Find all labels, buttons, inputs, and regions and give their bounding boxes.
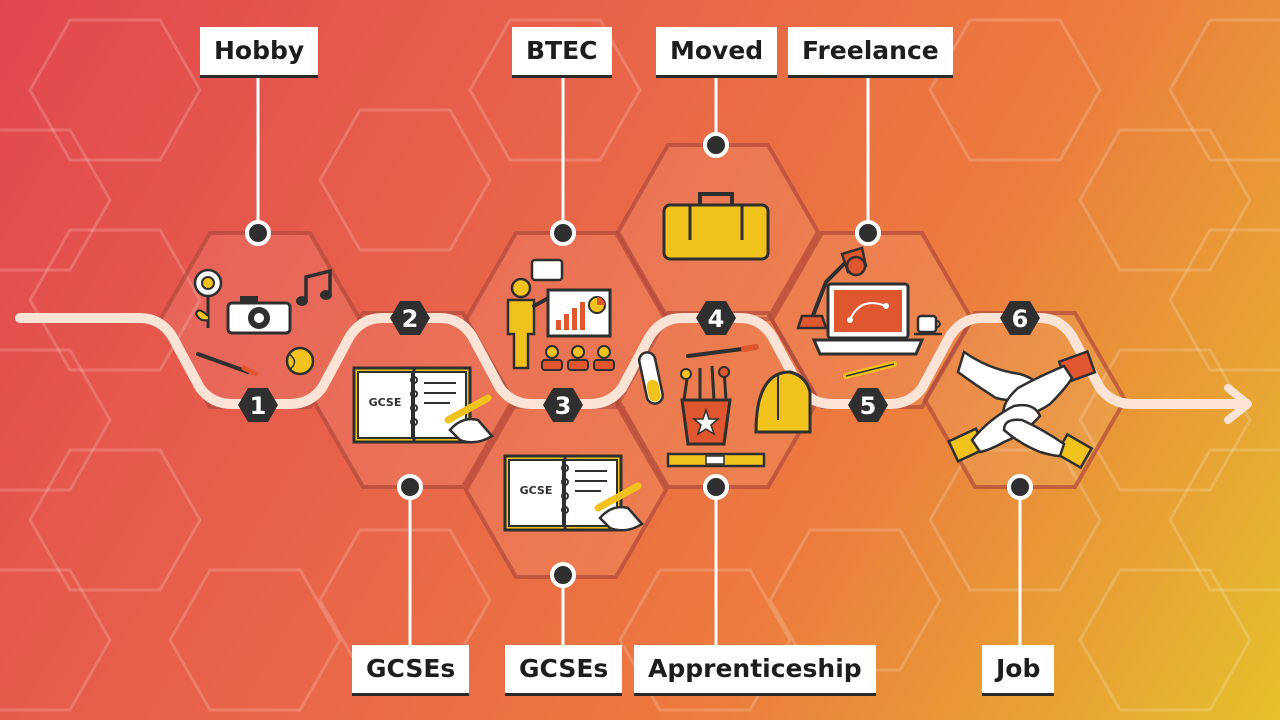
gcse-notebook-icon-1: GCSE xyxy=(352,366,494,444)
step-3-marker: 3 xyxy=(543,388,583,422)
btec-dot xyxy=(550,220,576,246)
step-4-marker: 4 xyxy=(696,301,736,335)
gcse-notebook-icon-2: GCSE xyxy=(503,454,644,532)
music-note-icon xyxy=(296,268,332,306)
brush-pot-icon xyxy=(680,365,732,446)
flower-icon xyxy=(193,268,223,328)
step-6-number: 6 xyxy=(1012,305,1029,333)
audience xyxy=(541,345,615,371)
desk-lamp-icon xyxy=(796,246,868,330)
step-3-number: 3 xyxy=(555,392,572,420)
gcses-dot-1 xyxy=(397,474,423,500)
apprenticeship-tools-icon xyxy=(638,344,812,468)
journey-path xyxy=(15,313,1250,409)
gcses-dot-2 xyxy=(550,562,576,588)
connector-lines xyxy=(256,76,1022,645)
paintbrush-icon xyxy=(196,352,259,377)
step-4-number: 4 xyxy=(708,305,725,333)
label-moved: Moved xyxy=(656,27,778,75)
label-job: Job xyxy=(982,645,1055,693)
label-btec: BTEC xyxy=(512,27,612,75)
hobby-dot xyxy=(245,220,271,246)
laptop-icon xyxy=(811,282,925,356)
hard-hat-icon xyxy=(754,370,812,434)
gcse-notebook-text-1: GCSE xyxy=(369,396,402,409)
step-5-number: 5 xyxy=(860,392,877,420)
job-dot xyxy=(1007,474,1033,500)
label-gcses-1: GCSEs xyxy=(352,645,470,693)
step-6-marker: 6 xyxy=(1000,301,1040,335)
test-tube-icon xyxy=(638,351,664,405)
background-hex-pattern xyxy=(0,18,1280,712)
arrow-head xyxy=(1224,384,1252,424)
step-markers: 1 2 3 4 5 6 xyxy=(238,301,1040,422)
label-hobby: Hobby xyxy=(200,27,319,75)
step-2-number: 2 xyxy=(402,305,419,333)
connector-dots xyxy=(245,132,1033,588)
label-freelance: Freelance xyxy=(788,27,953,75)
presenter-bar-chart xyxy=(556,302,585,330)
tennis-ball-icon xyxy=(285,346,315,376)
hobby-icons xyxy=(193,268,332,377)
freelance-desk-icon xyxy=(796,246,942,379)
step-5-marker: 5 xyxy=(848,388,888,422)
pencil-icon xyxy=(843,361,897,379)
step-1-marker: 1 xyxy=(238,388,278,422)
freelance-dot xyxy=(855,220,881,246)
label-apprenticeship: Apprenticeship xyxy=(634,645,876,693)
camera-icon xyxy=(226,296,292,335)
step-2-marker: 2 xyxy=(390,301,430,335)
gcse-notebook-text-2: GCSE xyxy=(520,484,553,497)
apprenticeship-dot xyxy=(703,474,729,500)
btec-presenter-icon xyxy=(506,258,615,371)
step-1-number: 1 xyxy=(250,392,267,420)
label-gcses-2: GCSEs xyxy=(505,645,623,693)
moved-dot xyxy=(703,132,729,158)
spirit-level-icon xyxy=(666,452,766,468)
teamwork-hands-icon xyxy=(947,349,1097,470)
suitcase-icon xyxy=(662,192,770,261)
coffee-cup-icon xyxy=(914,314,942,336)
